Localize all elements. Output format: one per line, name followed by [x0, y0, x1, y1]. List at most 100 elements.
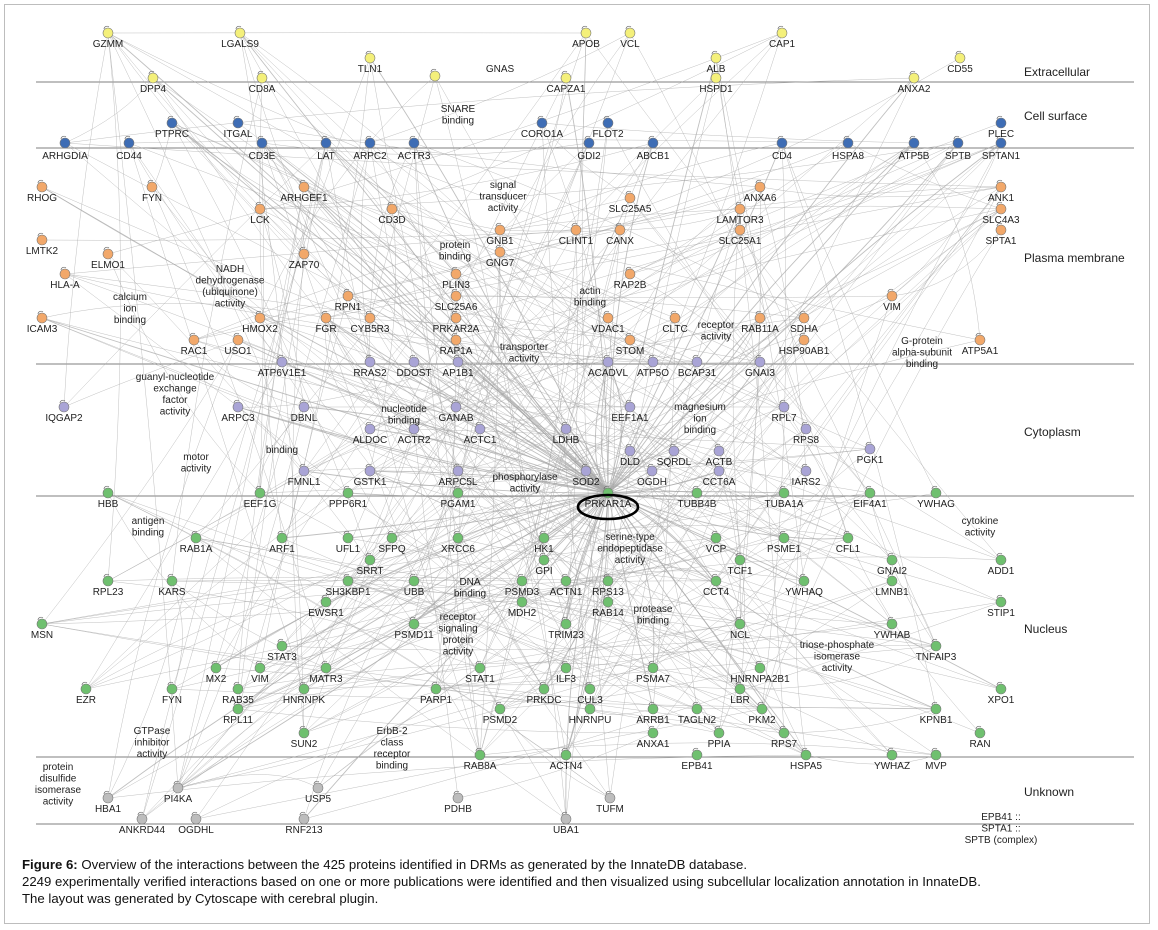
node-rab8a[interactable]	[474, 747, 486, 761]
node-ank1[interactable]	[995, 179, 1007, 193]
node-vdac1[interactable]	[602, 310, 614, 324]
node-cap1[interactable]	[776, 25, 788, 39]
node-dld[interactable]	[624, 443, 636, 457]
node-xrcc6[interactable]	[452, 530, 464, 544]
node-ap1b1[interactable]	[452, 354, 464, 368]
node-epb41[interactable]	[691, 747, 703, 761]
node-pdhb[interactable]	[452, 790, 464, 804]
node-dbnl[interactable]	[298, 399, 310, 413]
node-rap1a[interactable]	[450, 332, 462, 346]
node-gstk1[interactable]	[364, 463, 376, 477]
node-rpn1[interactable]	[342, 288, 354, 302]
node-ogdhl[interactable]	[190, 811, 202, 825]
node-arhgef1[interactable]	[298, 179, 310, 193]
node-ppia[interactable]	[713, 725, 725, 739]
node-pgam1[interactable]	[452, 485, 464, 499]
node-arf1[interactable]	[276, 530, 288, 544]
node-sqrdl[interactable]	[668, 443, 680, 457]
node-hspd1[interactable]	[710, 70, 722, 84]
node-psme1[interactable]	[778, 530, 790, 544]
node-ilf3[interactable]	[560, 660, 572, 674]
node-clint1[interactable]	[570, 222, 582, 236]
node-pgk1[interactable]	[864, 441, 876, 455]
node-rpl7[interactable]	[778, 399, 790, 413]
node-cfl1[interactable]	[842, 530, 854, 544]
node-iars2[interactable]	[800, 463, 812, 477]
node-gzmm[interactable]	[102, 25, 114, 39]
node-plin3[interactable]	[450, 266, 462, 280]
node-actn4[interactable]	[560, 747, 572, 761]
node-sun2[interactable]	[298, 725, 310, 739]
node-usp5[interactable]	[312, 780, 324, 794]
node-lbr[interactable]	[734, 681, 746, 695]
node-eif4a1[interactable]	[864, 485, 876, 499]
node-rps8[interactable]	[800, 421, 812, 435]
node-rps13[interactable]	[602, 573, 614, 587]
node-cct6a[interactable]	[713, 463, 725, 477]
node-tagln2[interactable]	[691, 701, 703, 715]
node-iqgap2[interactable]	[58, 399, 70, 413]
node-stat1[interactable]	[474, 660, 486, 674]
node-prkdc[interactable]	[538, 681, 550, 695]
node-rab1a[interactable]	[190, 530, 202, 544]
node-ganab[interactable]	[450, 399, 462, 413]
node-zap70[interactable]	[298, 246, 310, 260]
node-cd44[interactable]	[123, 135, 135, 149]
node-ezr[interactable]	[80, 681, 92, 695]
node-anxa6[interactable]	[754, 179, 766, 193]
node-cd4[interactable]	[776, 135, 788, 149]
node-actc1[interactable]	[474, 421, 486, 435]
node-spta1[interactable]	[995, 222, 1007, 236]
node-rab35[interactable]	[232, 681, 244, 695]
node-actr2[interactable]	[408, 421, 420, 435]
node-gng7[interactable]	[494, 244, 506, 258]
node-bcap31[interactable]	[691, 354, 703, 368]
node-ddost[interactable]	[408, 354, 420, 368]
node-ywhag[interactable]	[930, 485, 942, 499]
node-mdh2[interactable]	[516, 594, 528, 608]
node-psmd3[interactable]	[516, 573, 528, 587]
node-fyn[interactable]	[146, 179, 158, 193]
node-actr3[interactable]	[408, 135, 420, 149]
node-ldhb[interactable]	[560, 421, 572, 435]
node-mx2[interactable]	[210, 660, 222, 674]
node-hspa5[interactable]	[800, 747, 812, 761]
node-coro1a[interactable]	[536, 115, 548, 129]
node-add1[interactable]	[995, 552, 1007, 566]
node-psmd2[interactable]	[494, 701, 506, 715]
node-psma7[interactable]	[647, 660, 659, 674]
node-pkm2[interactable]	[756, 701, 768, 715]
node-rhog[interactable]	[36, 179, 48, 193]
node-vcl[interactable]	[624, 25, 636, 39]
node-kpnb1[interactable]	[930, 701, 942, 715]
node-lmnb1[interactable]	[886, 573, 898, 587]
node-cd55[interactable]	[954, 50, 966, 64]
node-hba1[interactable]	[102, 790, 114, 804]
node-msn[interactable]	[36, 616, 48, 630]
node-atp5a1[interactable]	[974, 332, 986, 346]
node-psmd11[interactable]	[408, 616, 420, 630]
node-rac1[interactable]	[188, 332, 200, 346]
node-lmtk2[interactable]	[36, 232, 48, 246]
node-ankrd44[interactable]	[136, 811, 148, 825]
node-rab14[interactable]	[602, 594, 614, 608]
node-cd3e[interactable]	[256, 135, 268, 149]
node-icam3[interactable]	[36, 310, 48, 324]
node-ppp6r1[interactable]	[342, 485, 354, 499]
node-tuba1a[interactable]	[778, 485, 790, 499]
node-hk1[interactable]	[538, 530, 550, 544]
node-atp6v1e1[interactable]	[276, 354, 288, 368]
node-rpl11[interactable]	[232, 701, 244, 715]
node-sfpq[interactable]	[386, 530, 398, 544]
node-cyb5r3[interactable]	[364, 310, 376, 324]
node-slc4a3[interactable]	[995, 201, 1007, 215]
node-sdha[interactable]	[798, 310, 810, 324]
node-acadvl[interactable]	[602, 354, 614, 368]
node-cltc[interactable]	[669, 310, 681, 324]
node-fmnl1[interactable]	[298, 463, 310, 477]
node-vim[interactable]	[254, 660, 266, 674]
node-srrt[interactable]	[364, 552, 376, 566]
node-kars[interactable]	[166, 573, 178, 587]
node-aldoc[interactable]	[364, 421, 376, 435]
node-lck[interactable]	[254, 201, 266, 215]
